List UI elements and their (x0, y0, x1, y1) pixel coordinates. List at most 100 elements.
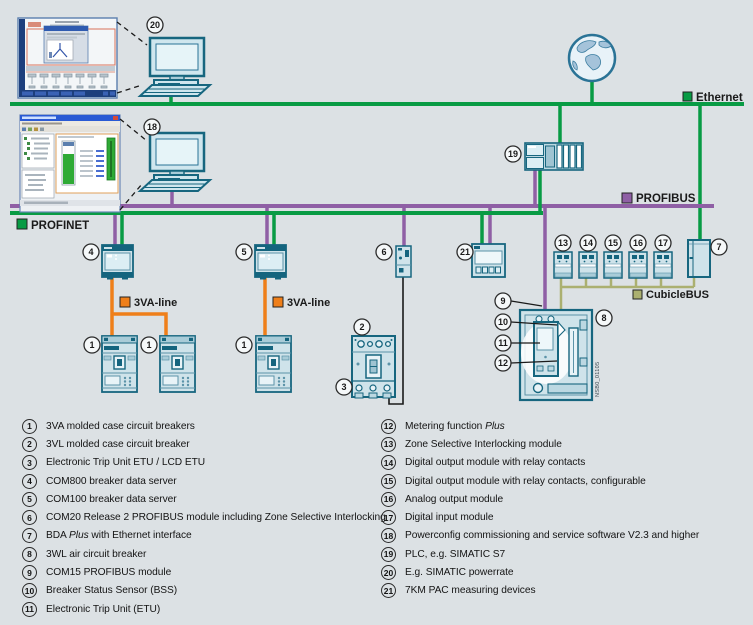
va-breaker-2 (159, 335, 196, 393)
callout-17: 17 (654, 234, 672, 252)
legend-item-5: 5 COM100 breaker data server (22, 490, 386, 508)
svg-text:14: 14 (583, 238, 593, 248)
profibus-label: PROFIBUS (636, 193, 696, 205)
legend-item-9: 9 COM15 PROFIBUS module (22, 563, 386, 581)
com100-server (254, 244, 287, 280)
cubiclebus-legend-square (632, 289, 643, 300)
legend-item-number: 5 (22, 491, 37, 507)
legend-item-label: Zone Selective Interlocking module (405, 438, 562, 450)
callout-20: 20 (146, 16, 164, 34)
legend-item-label: Digital output module with relay contact… (405, 457, 586, 469)
svg-text:12: 12 (498, 358, 508, 368)
callout-9: 9 (494, 292, 512, 310)
legend-item-number: 9 (22, 565, 37, 581)
com20-module (395, 245, 412, 278)
legend-column-right: 12 Metering function Plus 13 Zone Selective… (381, 417, 699, 600)
svg-text:5: 5 (241, 247, 246, 257)
digital-input-module (653, 251, 673, 279)
callout-1: 1 (235, 336, 253, 354)
svg-text:11: 11 (498, 338, 508, 348)
legend-item-number: 2 (22, 436, 37, 452)
bss-sensor (557, 320, 566, 339)
legend-item-number: 8 (22, 546, 37, 562)
vl-breaker (351, 335, 396, 399)
legend-item-11: 11 Electronic Trip Unit (ETU) (22, 600, 386, 618)
legend-item-number: 12 (381, 418, 396, 434)
svg-text:8: 8 (601, 313, 606, 323)
legend-item-label: Powerconfig commissioning and service so… (405, 530, 700, 542)
legend-item-label: Electronic Trip Unit (ETU) (46, 603, 161, 615)
legend-item-label: Breaker Status Sensor (BSS) (46, 585, 178, 597)
cubiclebus-modules (553, 251, 673, 279)
callout-21: 21 (456, 243, 474, 261)
legend-item-12: 12 Metering function Plus (381, 417, 699, 435)
svg-text:2: 2 (359, 322, 364, 332)
legend-item-label: COM100 breaker data server (46, 493, 177, 505)
legend-item-label: COM15 PROFIBUS module (46, 567, 172, 579)
legend-item-14: 14 Digital output module with relay conta… (381, 454, 699, 472)
svg-text:13: 13 (558, 238, 568, 248)
legend-item-label: COM800 breaker data server (46, 475, 177, 487)
svg-text:15: 15 (608, 238, 618, 248)
pac-measuring-device (471, 243, 506, 278)
computer-icon-powerconfig (137, 131, 213, 192)
analog-output-module (628, 251, 648, 279)
legend-item-label: 3WL air circuit breaker (46, 548, 147, 560)
powerrate-window (17, 17, 118, 99)
legend-item-number: 16 (381, 491, 396, 507)
profinet-bus: PROFINET (10, 170, 543, 247)
legend-item-number: 17 (381, 510, 396, 526)
legend-item-number: 14 (381, 455, 396, 471)
legend-item-number: 13 (381, 436, 396, 452)
va-line-left (110, 277, 168, 336)
callout-19: 19 (504, 145, 522, 163)
svg-text:1: 1 (241, 340, 246, 350)
svg-text:19: 19 (508, 149, 518, 159)
callout-5: 5 (235, 243, 253, 261)
legend-item-number: 6 (22, 510, 37, 526)
callout-13: 13 (554, 234, 572, 252)
legend-item-label: Metering function Plus (405, 420, 505, 432)
legend-item-13: 13 Zone Selective Interlocking module (381, 435, 699, 453)
digital-output-module (578, 251, 598, 279)
svg-text:20: 20 (150, 20, 160, 30)
callout-15: 15 (604, 234, 622, 252)
legend-item-label: 3VL molded case circuit breaker (46, 438, 190, 450)
legend-item-label: E.g. SIMATIC powerrate (405, 567, 514, 579)
callout-12: 12 (494, 354, 512, 372)
callout-8: 8 (595, 309, 613, 327)
legend-item-label: 7KM PAC measuring devices (405, 585, 536, 597)
legend-item-8: 8 3WL air circuit breaker (22, 545, 386, 563)
legend-item-number: 4 (22, 473, 37, 489)
legend-item-number: 3 (22, 455, 37, 471)
zsi-module (553, 251, 573, 279)
svg-text:16: 16 (633, 238, 643, 248)
cubiclebus-label: CubicleBUS (646, 289, 709, 301)
svg-text:10: 10 (498, 317, 508, 327)
callout-2: 2 (353, 318, 371, 336)
callout-11: 11 (494, 334, 512, 352)
bda-plus-device (687, 239, 711, 278)
va-breaker-3 (255, 335, 292, 393)
svg-text:1: 1 (146, 340, 151, 350)
svg-text:3: 3 (341, 382, 346, 392)
ethernet-legend-square (682, 91, 693, 102)
legend-item-number: 19 (381, 546, 396, 562)
legend-item-label: Electronic Trip Unit ETU / LCD ETU (46, 457, 206, 469)
svg-text:6: 6 (381, 247, 386, 257)
globe-icon (567, 33, 617, 83)
profibus-legend-square (621, 192, 633, 204)
legend-item-number: 11 (22, 601, 37, 617)
callout-16: 16 (629, 234, 647, 252)
legend-item-label: Digital output module with relay contact… (405, 475, 646, 487)
profinet-legend-square (16, 218, 28, 230)
